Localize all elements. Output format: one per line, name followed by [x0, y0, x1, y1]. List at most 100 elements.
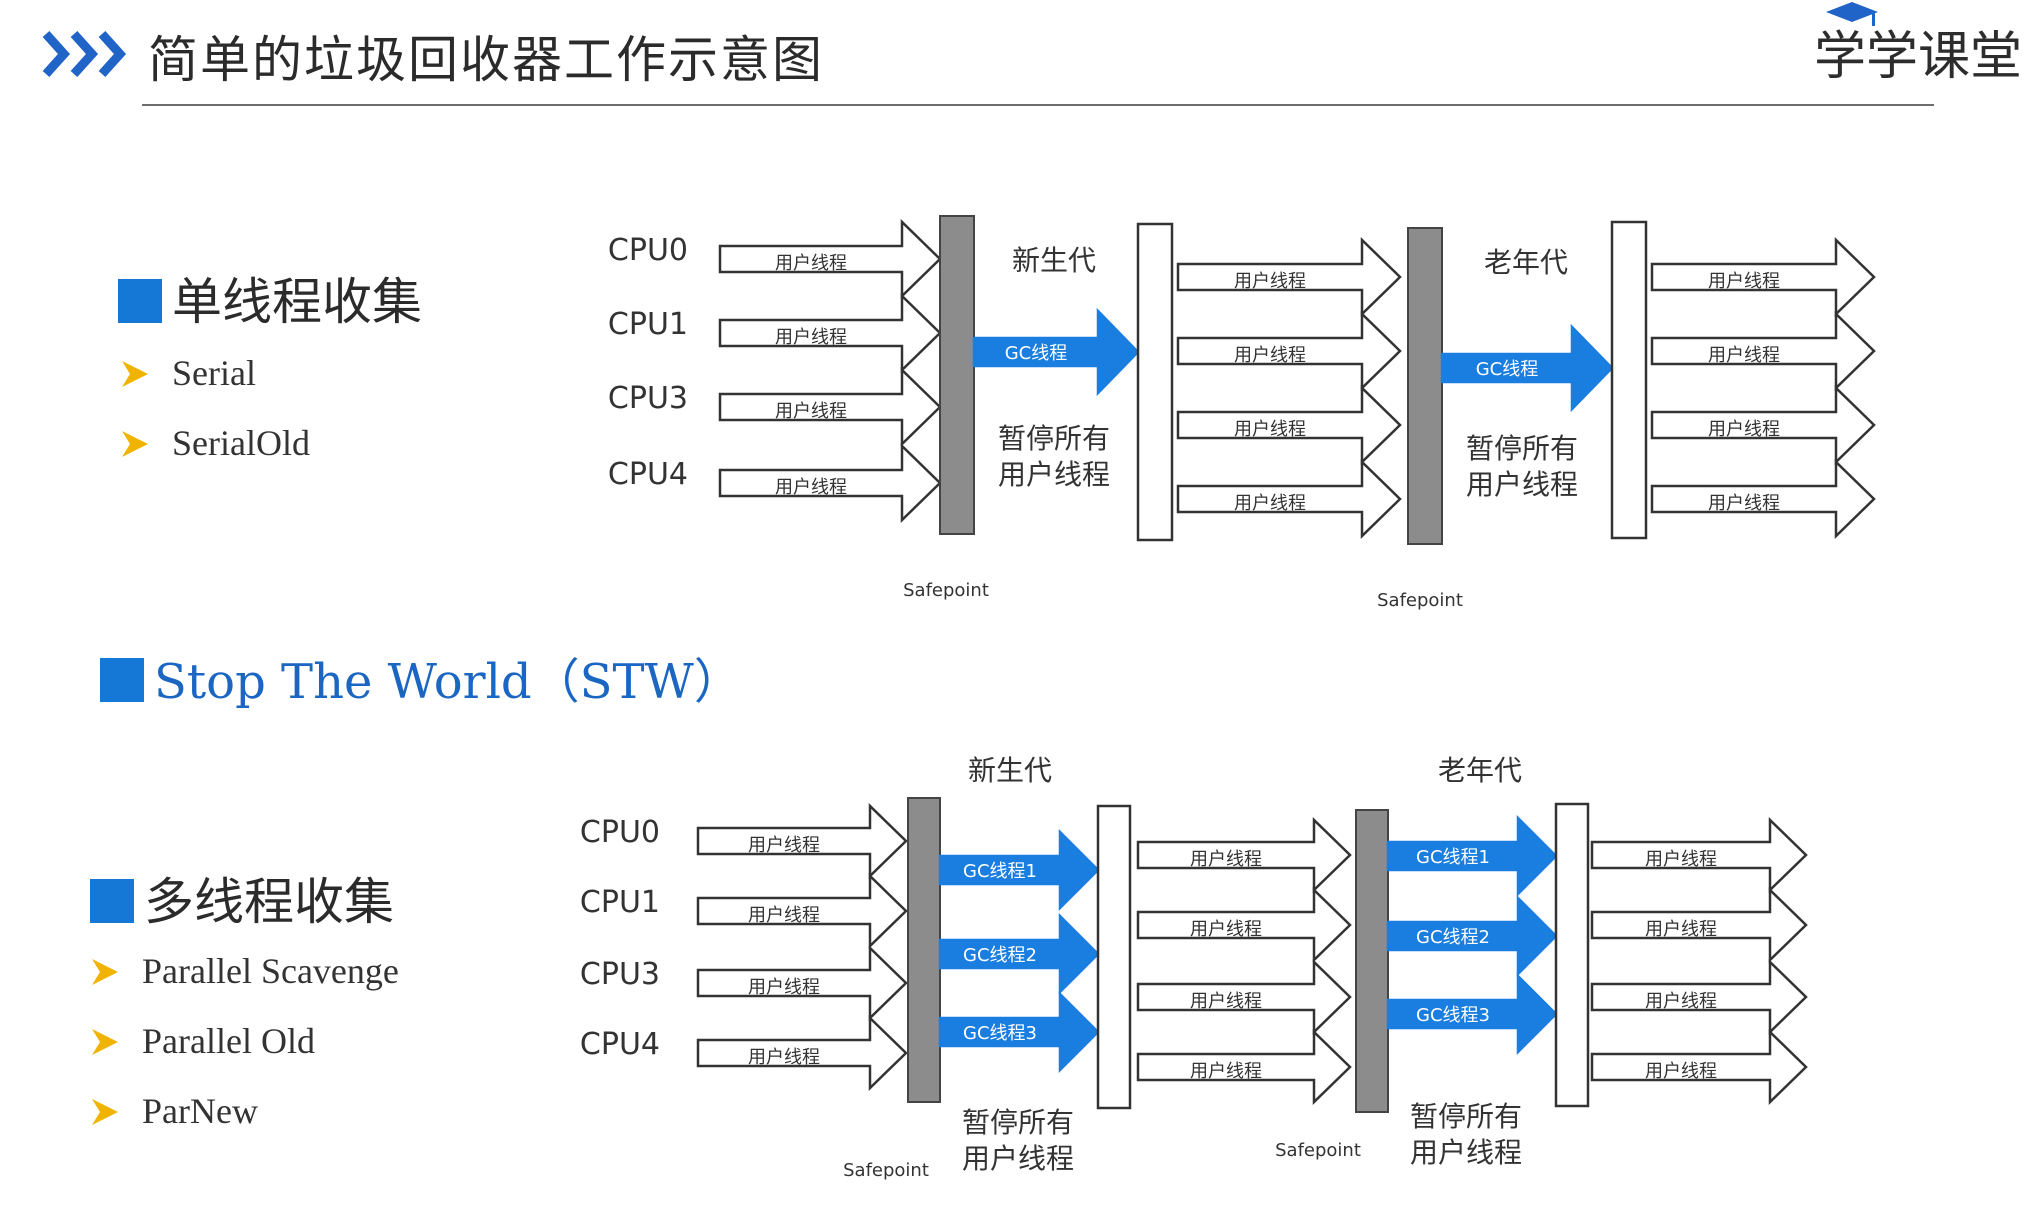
gc-thread-arrow: [1440, 323, 1614, 413]
gc-thread-label: GC线程: [1005, 343, 1068, 364]
list-item-label: SerialOld: [172, 423, 310, 463]
user-thread-label: 用户线程: [1645, 991, 1717, 1012]
safepoint-label: Safepoint: [903, 580, 989, 601]
user-thread-arrow: [1590, 959, 1808, 1035]
user-thread-label: 用户线程: [1234, 345, 1306, 366]
cpu-label: CPU4: [580, 1027, 660, 1062]
gc-thread-label: GC线程2: [963, 945, 1037, 966]
gc-thread-arrow: [1386, 894, 1558, 978]
user-thread-label: 用户线程: [1645, 1061, 1717, 1082]
safepoint-label: Safepoint: [1275, 1140, 1361, 1161]
safepoint-bar: [939, 215, 975, 535]
user-thread-label: 用户线程: [1234, 271, 1306, 292]
user-thread-label: 用户线程: [1708, 345, 1780, 366]
list-item-label: Parallel Old: [142, 1021, 315, 1061]
gc-thread-label: GC线程1: [1416, 847, 1490, 868]
list-item-label: Parallel Scavenge: [142, 951, 399, 991]
resume-bar: [1136, 222, 1174, 542]
header-divider: [142, 104, 1934, 106]
user-thread-label: 用户线程: [1708, 493, 1780, 514]
user-thread-label: 用户线程: [1234, 493, 1306, 514]
gc-thread-label: GC线程2: [1416, 927, 1490, 948]
user-thread-arrow: [1590, 887, 1808, 963]
gc-thread-label: GC线程1: [963, 861, 1037, 882]
user-thread-label: 用户线程: [1645, 849, 1717, 870]
user-thread-arrow: [1136, 1029, 1352, 1105]
arrow-bullet-icon: [122, 431, 148, 457]
arrow-bullet-icon: [92, 959, 118, 985]
old-gen-label: 老年代: [1438, 754, 1522, 787]
user-thread-label: 用户线程: [748, 835, 820, 856]
safepoint-bar: [907, 797, 941, 1103]
resume-bar: [1096, 804, 1132, 1110]
blue-square-icon: [118, 279, 162, 323]
gc-thread-label: GC线程3: [1416, 1005, 1490, 1026]
logo-text: 学学课堂: [1814, 27, 2023, 87]
multi-thread-heading: 多线程收集: [90, 862, 394, 934]
user-thread-label: 用户线程: [775, 253, 847, 274]
gc-thread-arrow: [1386, 972, 1558, 1056]
user-thread-label: 用户线程: [1708, 419, 1780, 440]
young-gen-label: 新生代: [1012, 244, 1096, 277]
user-thread-arrow: [1176, 459, 1402, 539]
list-item-label: Serial: [172, 353, 256, 393]
list-item: ParNew: [92, 1090, 258, 1132]
user-thread-label: 用户线程: [1190, 991, 1262, 1012]
cpu-label: CPU3: [580, 957, 660, 992]
user-thread-arrow: [1136, 959, 1352, 1035]
stw-heading: Stop The World（STW）: [100, 642, 742, 712]
user-thread-arrow: [1650, 459, 1876, 539]
user-thread-label: 用户线程: [1234, 419, 1306, 440]
resume-bar: [1610, 220, 1648, 540]
user-thread-label: 用户线程: [1190, 849, 1262, 870]
pause-label: 用户线程: [998, 458, 1110, 491]
user-thread-arrow: [718, 293, 942, 373]
pause-label: 暂停所有: [998, 422, 1110, 455]
gc-thread-label: GC线程3: [963, 1023, 1037, 1044]
stw-label: Stop The World（STW）: [154, 654, 742, 710]
user-thread-label: 用户线程: [775, 327, 847, 348]
cpu-label: CPU1: [580, 885, 660, 920]
single-thread-title: 单线程收集: [172, 273, 422, 331]
cpu-label: CPU3: [608, 381, 688, 416]
user-thread-arrow: [1650, 237, 1876, 317]
pause-label: 暂停所有: [962, 1106, 1074, 1139]
user-thread-arrow: [1176, 385, 1402, 465]
pause-label: 用户线程: [1410, 1136, 1522, 1169]
user-thread-label: 用户线程: [748, 905, 820, 926]
user-thread-label: 用户线程: [1708, 271, 1780, 292]
multi-thread-title: 多线程收集: [144, 873, 394, 931]
pause-label: 暂停所有: [1466, 432, 1578, 465]
user-thread-arrow: [1590, 817, 1808, 893]
list-item: Parallel Scavenge: [92, 950, 399, 992]
list-item: Serial: [122, 352, 256, 394]
list-item-label: ParNew: [142, 1091, 258, 1131]
arrow-bullet-icon: [92, 1029, 118, 1055]
cpu-label: CPU4: [608, 457, 688, 492]
chevrons-icon: [42, 30, 127, 78]
user-thread-arrow: [696, 1015, 908, 1091]
safepoint-bar: [1407, 227, 1443, 545]
safepoint-label: Safepoint: [843, 1160, 929, 1181]
cpu-label: CPU0: [608, 233, 688, 268]
user-thread-arrow: [696, 873, 908, 949]
gc-thread-arrow: [972, 307, 1140, 397]
old-gen-label: 老年代: [1484, 246, 1568, 279]
user-thread-arrow: [696, 945, 908, 1021]
young-gen-label: 新生代: [968, 754, 1052, 787]
gc-thread-arrow: [938, 912, 1100, 996]
user-thread-arrow: [718, 367, 942, 447]
user-thread-arrow: [1136, 887, 1352, 963]
user-thread-arrow: [1590, 1029, 1808, 1105]
user-thread-arrow: [696, 803, 908, 879]
list-item: SerialOld: [122, 422, 310, 464]
resume-bar: [1554, 802, 1590, 1108]
arrow-bullet-icon: [122, 361, 148, 387]
gc-thread-arrow: [1386, 814, 1558, 898]
blue-square-icon: [100, 658, 144, 702]
gc-thread-arrow: [938, 990, 1100, 1074]
list-item: Parallel Old: [92, 1020, 315, 1062]
gc-thread-label: GC线程: [1476, 359, 1539, 380]
